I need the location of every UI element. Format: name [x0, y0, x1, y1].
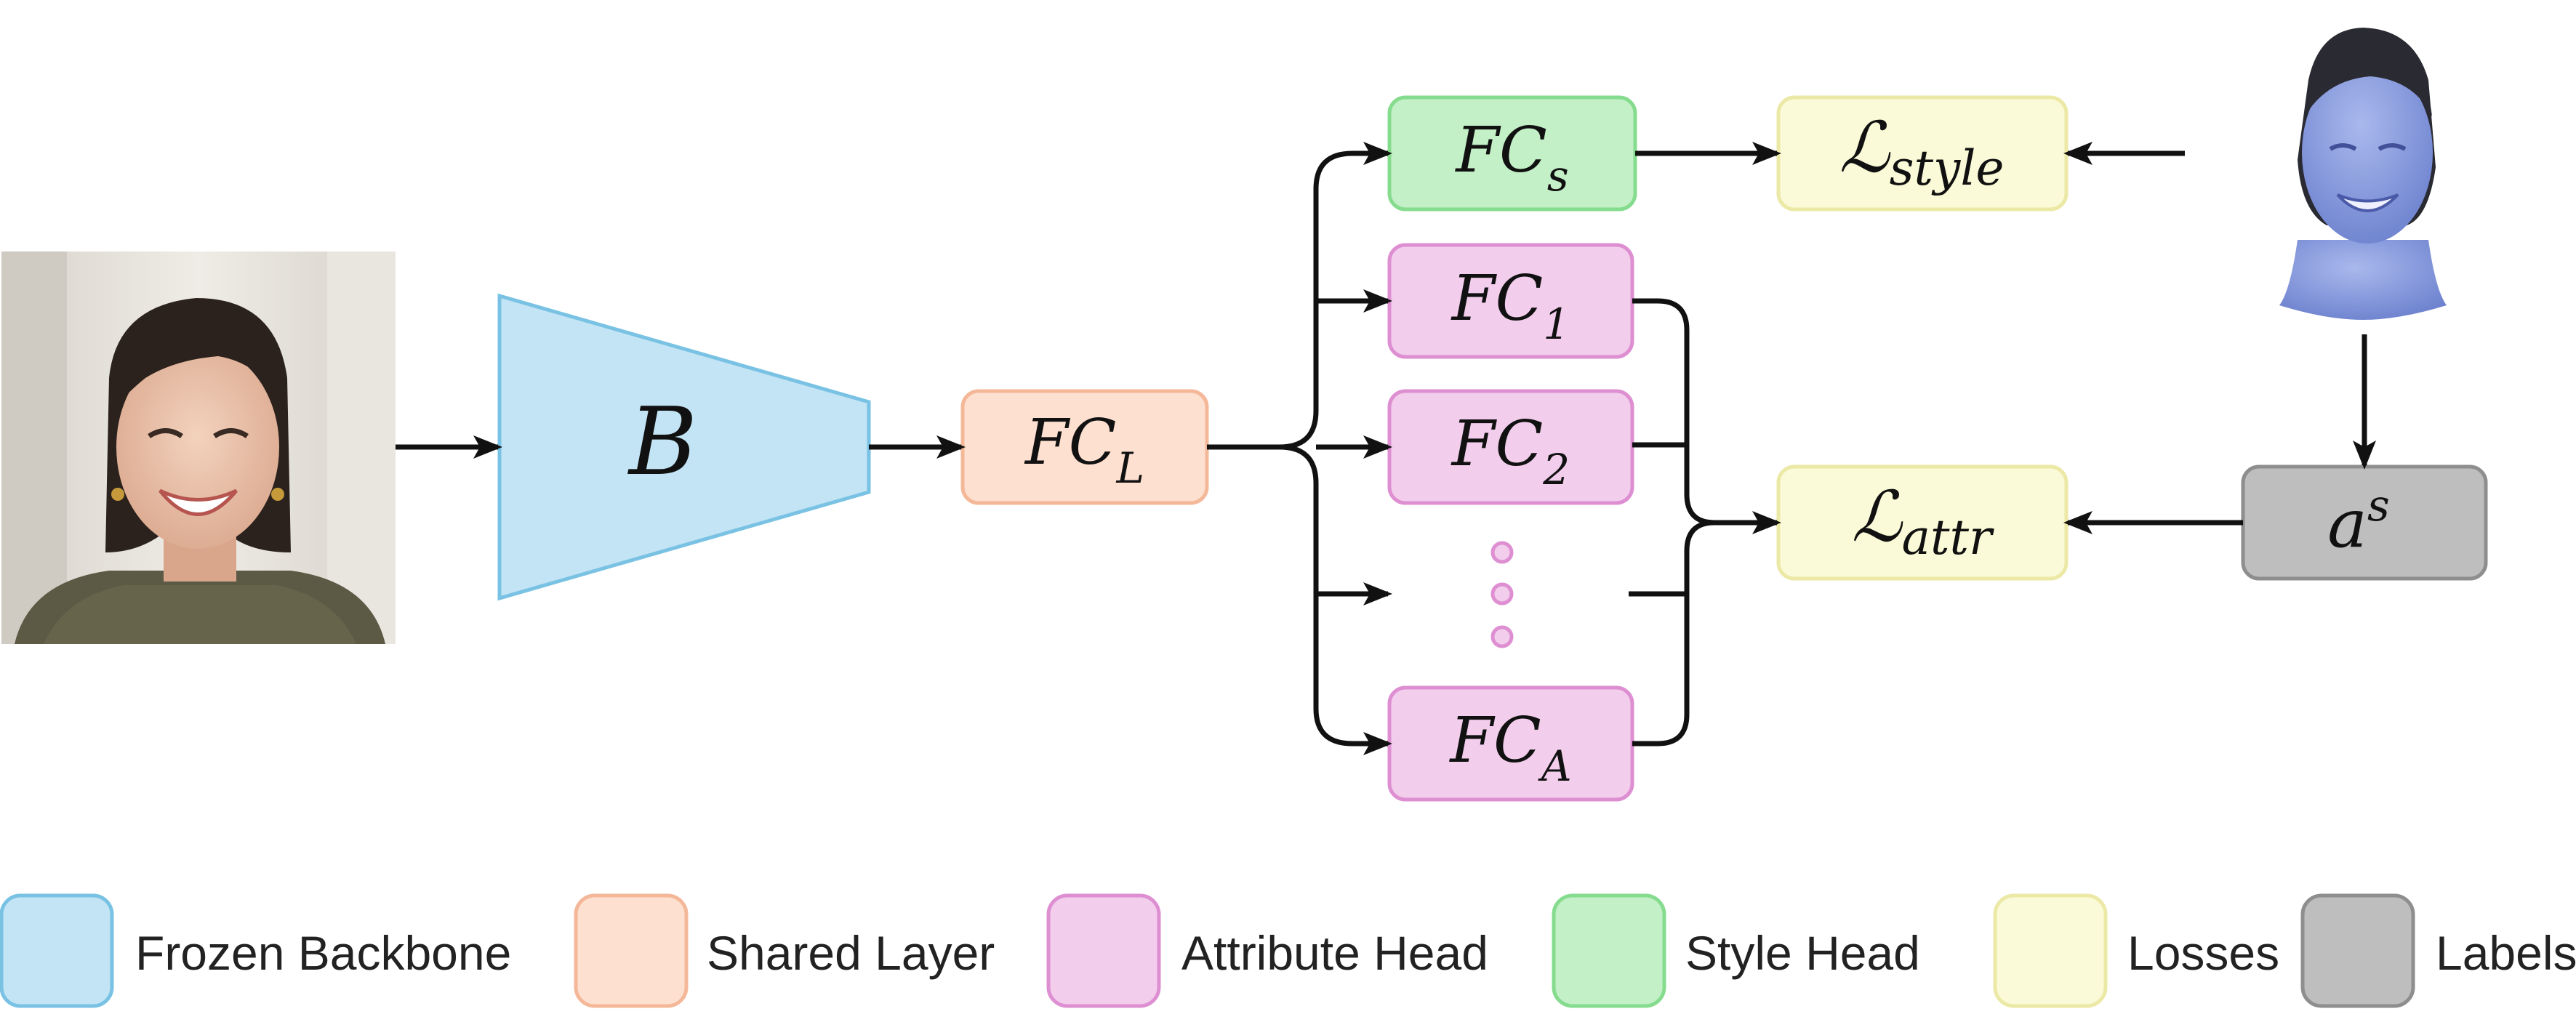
legend-item-style-head: Style Head [1552, 893, 1920, 1008]
attribute-head-1-label: FC1 [1450, 262, 1570, 349]
attribute-label-main: a [2327, 485, 2367, 563]
legend: Frozen Backbone Shared Layer Attribute H… [0, 893, 2576, 1008]
legend-label-losses: Losses [2127, 926, 2279, 980]
style-loss-main: ℒ [1839, 107, 1891, 188]
stylized-3d-avatar [2279, 28, 2447, 320]
style-head-label: FCs [1454, 114, 1568, 201]
legend-item-shared-layer: Shared Layer [574, 893, 995, 1008]
merge-head-A [1632, 520, 1715, 747]
shared-layer-label: FCL [1024, 406, 1144, 493]
attribute-head-1-main: FC [1450, 262, 1543, 335]
legend-swatch-shared-layer [574, 893, 689, 1008]
attribute-head-A-sub: A [1538, 741, 1572, 791]
attribute-label-sup: s [2367, 480, 2390, 531]
branch-to-style-head [1279, 142, 1392, 450]
ellipsis-dot [1490, 541, 1514, 564]
style-loss-sub: style [1890, 140, 2005, 196]
attribute-head-A-main: FC [1448, 704, 1541, 777]
attribute-loss-sub: attr [1902, 510, 1994, 566]
attribute-loss-main: ℒ [1851, 476, 1903, 558]
attribute-head-2-sub: 2 [1542, 445, 1570, 494]
legend-label-labels: Labels [2436, 926, 2576, 980]
legend-swatch-labels [2300, 893, 2415, 1008]
shared-layer-sub: L [1115, 443, 1144, 493]
legend-item-losses: Losses [1993, 893, 2279, 1008]
backbone-block [497, 293, 871, 601]
ellipsis-dots [1490, 541, 1514, 648]
attribute-head-2-main: FC [1450, 408, 1543, 480]
legend-label-shared-layer: Shared Layer [707, 926, 995, 980]
legend-item-frozen-backbone: Frozen Backbone [0, 893, 511, 1008]
shared-layer-main: FC [1024, 406, 1116, 479]
attribute-head-A-label: FCA [1448, 704, 1571, 791]
attribute-label-text: as [2327, 480, 2390, 563]
legend-swatch-frozen-backbone [0, 893, 114, 1008]
attribute-head-1-sub: 1 [1543, 299, 1570, 349]
legend-item-labels: Labels [2300, 893, 2576, 1008]
legend-swatch-attribute-head [1046, 893, 1161, 1008]
style-head-main: FC [1454, 114, 1546, 187]
legend-label-frozen-backbone: Frozen Backbone [135, 926, 511, 980]
attribute-head-2-label: FC2 [1450, 408, 1570, 494]
style-loss-label: ℒstyle [1839, 107, 2005, 196]
style-head-sub: s [1547, 151, 1569, 201]
legend-swatch-style-head [1552, 893, 1666, 1008]
legend-label-attribute-head: Attribute Head [1181, 926, 1488, 980]
merge-head-1 [1632, 298, 1715, 526]
ellipsis-dot [1490, 625, 1514, 648]
branch-to-head-A [1279, 444, 1392, 755]
ellipsis-dot [1490, 582, 1514, 605]
input-face-photo [1, 252, 396, 644]
backbone-label: B [627, 388, 697, 496]
legend-item-attribute-head: Attribute Head [1046, 893, 1488, 1008]
attribute-loss-label: ℒattr [1851, 476, 1994, 566]
legend-swatch-losses [1993, 893, 2108, 1008]
legend-label-style-head: Style Head [1685, 926, 1920, 980]
connections [396, 142, 2376, 755]
